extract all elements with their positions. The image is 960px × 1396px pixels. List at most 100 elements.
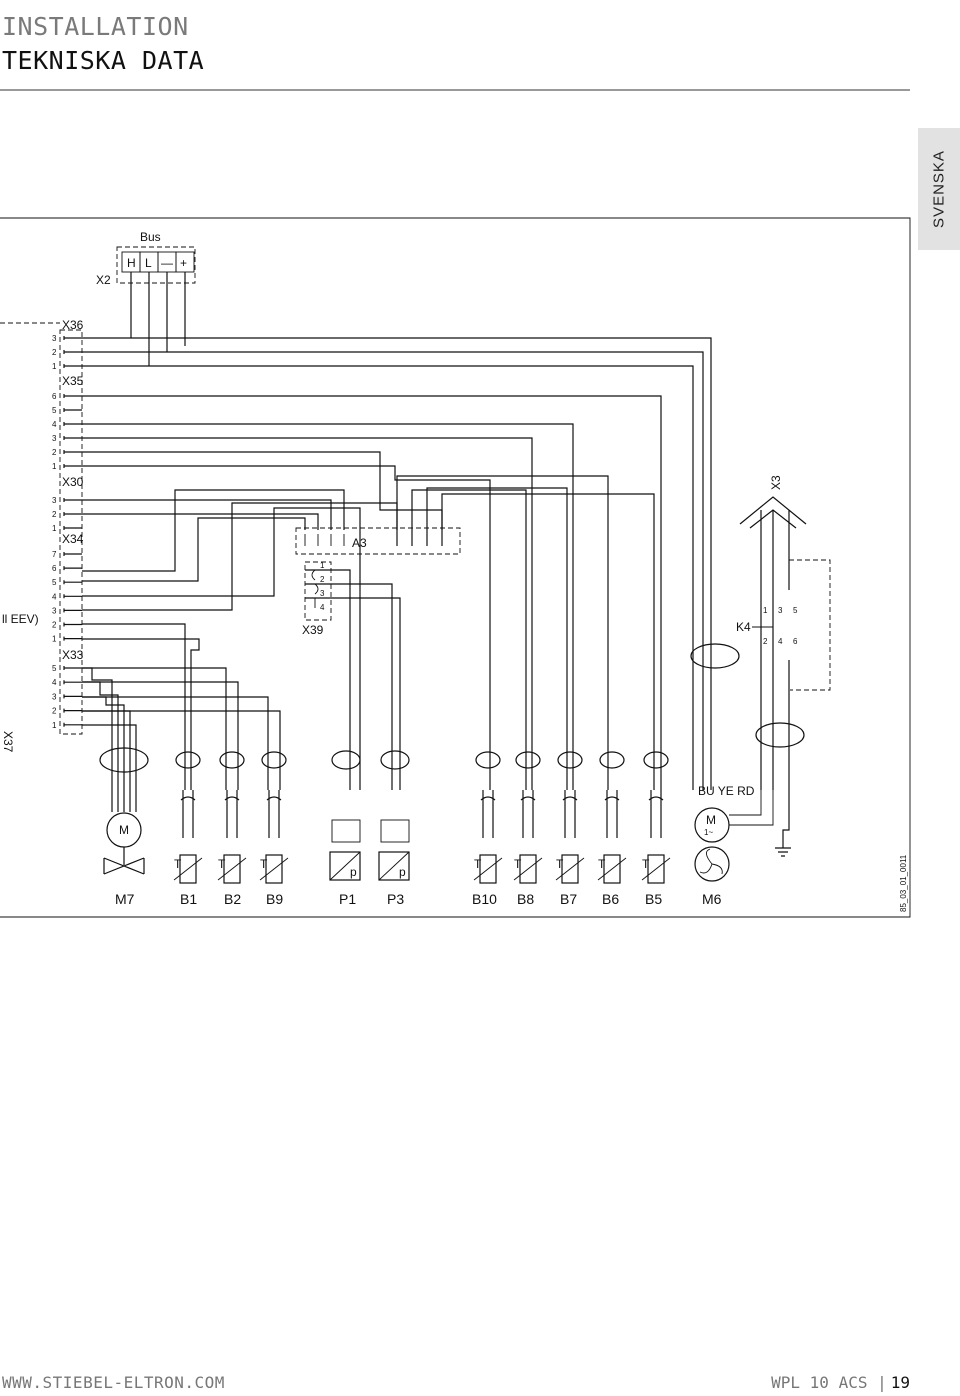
- x35-pin-number: 3: [52, 434, 57, 443]
- temperature-sensor: [223, 854, 241, 884]
- x3-label: X3: [769, 475, 783, 490]
- pressure-symbol: p: [350, 865, 357, 879]
- temperature-sensor: [265, 854, 283, 884]
- x36-pin-number: 3: [52, 334, 57, 343]
- pressure-symbol: p: [399, 865, 406, 879]
- x35-terminal: [63, 422, 82, 426]
- pressure-sensor: [378, 851, 410, 881]
- x34-terminal: [63, 566, 82, 571]
- x34-pin-number: 5: [52, 578, 57, 587]
- k4-pin: 4: [778, 637, 783, 646]
- component-label: B7: [560, 891, 577, 907]
- k4-pin: 1: [763, 606, 768, 615]
- x37-label: X37: [1, 731, 15, 753]
- sensor-cable: [480, 790, 496, 838]
- x33-pin-number: 4: [52, 678, 57, 687]
- sensor-slash: [259, 857, 289, 881]
- cable-ellipse: [331, 750, 361, 770]
- sensor-symbol: T: [260, 857, 268, 871]
- fan-motor-label: M: [706, 813, 716, 827]
- component-label: B10: [472, 891, 497, 907]
- cable-ellipse: [599, 751, 625, 769]
- cable-ellipse: [643, 751, 669, 769]
- x30-terminal: [63, 512, 82, 516]
- cable-ellipse: [475, 751, 501, 769]
- page-title: INSTALLATION: [2, 12, 189, 41]
- x33-terminal: [63, 680, 82, 685]
- temperature-sensor: [603, 854, 621, 884]
- x33-pin-number: 3: [52, 692, 57, 701]
- x34-terminal: [63, 552, 82, 556]
- k4-pin: 5: [793, 606, 798, 615]
- x36-label: X36: [62, 318, 84, 332]
- k4-pin: 3: [778, 606, 783, 615]
- page-number: 19: [890, 1373, 910, 1392]
- x34-pin-number: 7: [52, 550, 57, 559]
- x36-pin-number: 2: [52, 348, 57, 357]
- footer-product: WPL 10 ACS |19: [771, 1373, 910, 1392]
- x36-terminal: [63, 364, 82, 368]
- component-label: B8: [517, 891, 534, 907]
- wires: [82, 337, 712, 790]
- language-tab[interactable]: SVENSKA: [918, 128, 960, 250]
- component-label: P1: [339, 891, 356, 907]
- sensor-cable: [266, 790, 282, 838]
- cable-ellipse: [515, 751, 541, 769]
- sensor-symbol: T: [514, 857, 522, 871]
- temperature-sensor: [647, 854, 665, 884]
- x30-pin-number: 3: [52, 496, 57, 505]
- x33-pin-number: 1: [52, 721, 57, 730]
- header-rule: [0, 89, 910, 91]
- bus-terminal-l-label: L: [145, 256, 152, 270]
- cable-ellipse: [380, 750, 410, 770]
- x35-pin-number: 6: [52, 392, 57, 401]
- x33-label: X33: [62, 648, 84, 662]
- sensor-slash: [173, 857, 203, 881]
- sensor-cable: [180, 790, 196, 838]
- x34-label: X34: [62, 532, 84, 546]
- sensor-symbol: T: [474, 857, 482, 871]
- x34-terminal: [63, 608, 82, 613]
- cable-ellipse: [175, 751, 201, 769]
- sensor-slash: [641, 857, 671, 881]
- connector-block: [59, 329, 83, 735]
- drawing-code: 85_03_01_0011: [899, 854, 908, 912]
- m7-motor-label: M: [119, 823, 129, 837]
- x35-pin-number: 5: [52, 406, 57, 415]
- a3-connector: [295, 527, 461, 555]
- sensor-slash: [513, 857, 543, 881]
- x34-pin-number: 4: [52, 592, 57, 601]
- x35-pin-number: 1: [52, 462, 57, 471]
- sensor-symbol: T: [174, 857, 182, 871]
- x36-terminal: [63, 350, 82, 354]
- wiring-diagram: Bus X2 H L — + X36 X35 X30 X34 X33 ll EE…: [0, 217, 911, 918]
- diagram-frame: [0, 217, 911, 918]
- temperature-sensor: [179, 854, 197, 884]
- component-label: B2: [224, 891, 241, 907]
- x33-pin-number: 2: [52, 707, 57, 716]
- bus-terminal-plus-label: +: [180, 256, 187, 270]
- sensor-cable: [648, 790, 664, 838]
- pressure-sensor: [329, 851, 361, 881]
- pressure-connector: [380, 819, 410, 843]
- cable-ellipse: [557, 751, 583, 769]
- x35-pin-number: 4: [52, 420, 57, 429]
- x34-pin-number: 2: [52, 621, 57, 630]
- sensor-slash: [378, 851, 410, 881]
- x2-label: X2: [96, 273, 111, 287]
- fan-wire-colors: BU YE RD: [698, 784, 755, 798]
- component-label: M6: [702, 891, 722, 907]
- bus-label: Bus: [140, 230, 161, 244]
- sensor-slash: [473, 857, 503, 881]
- component-label: B6: [602, 891, 619, 907]
- sensor-slash: [217, 857, 247, 881]
- sensor-cable: [562, 790, 578, 838]
- x35-terminal: [63, 394, 82, 398]
- footer-website[interactable]: WWW.STIEBEL-ELTRON.COM: [2, 1373, 225, 1392]
- pressure-connector: [331, 819, 361, 843]
- x34-terminal: [63, 622, 82, 627]
- x34-terminal: [63, 594, 82, 599]
- x33-pin-number: 5: [52, 664, 57, 673]
- sensor-cable: [224, 790, 240, 838]
